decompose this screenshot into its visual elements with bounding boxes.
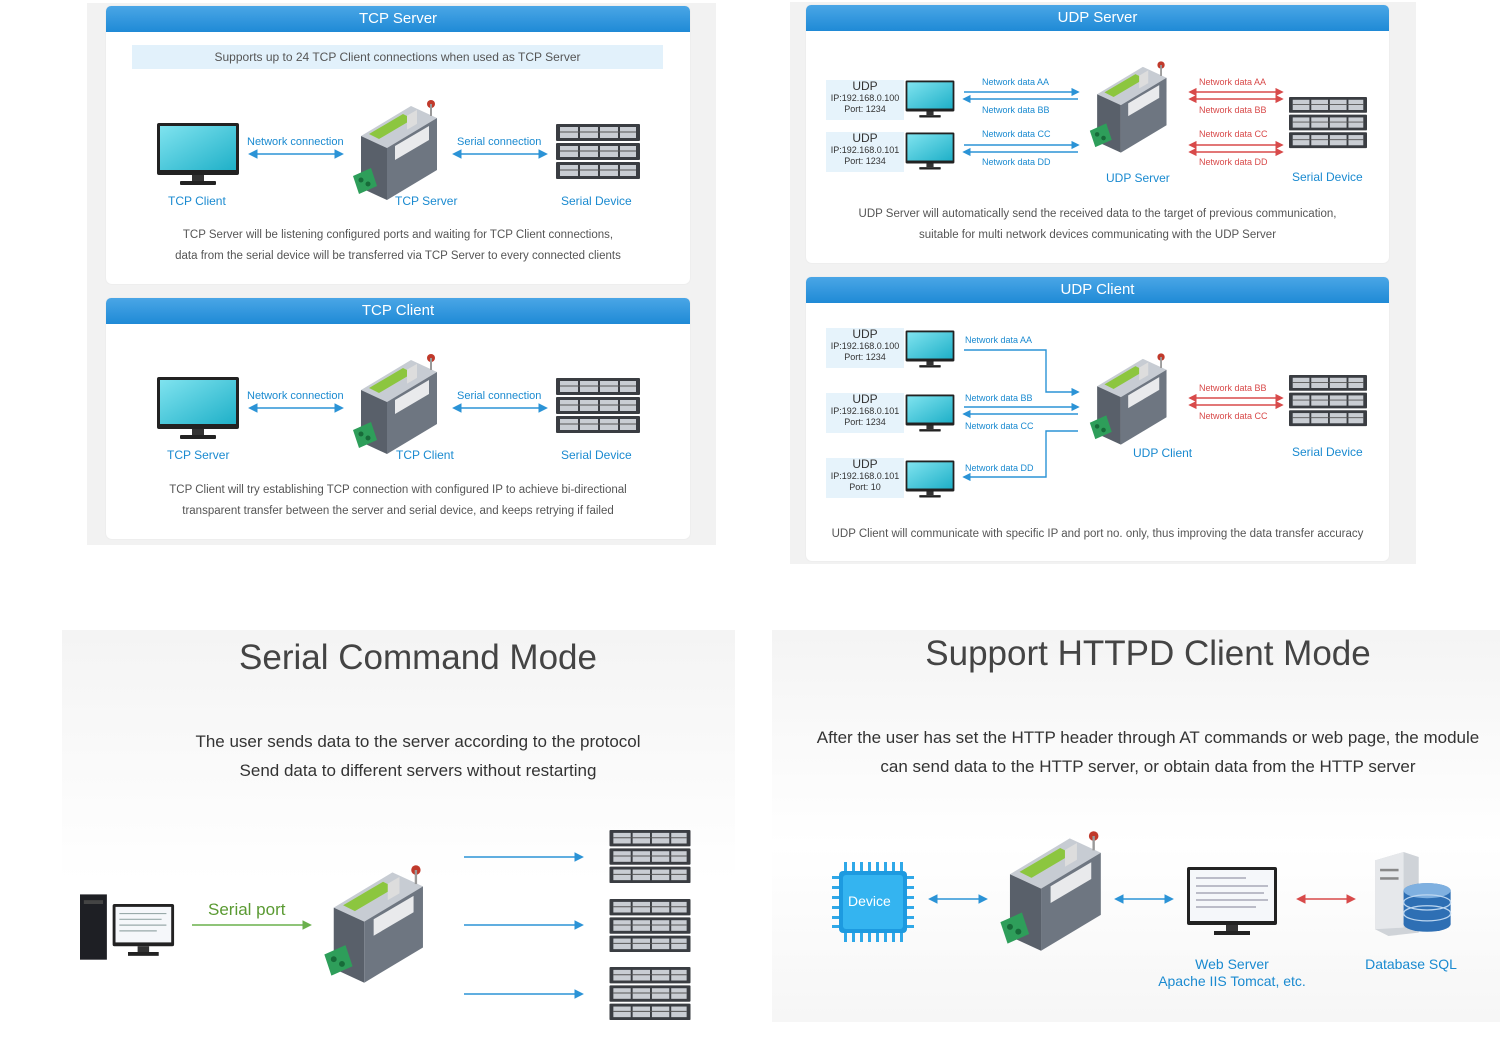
serial-label-aa: Network data AA — [1199, 77, 1267, 87]
udp-host-1: UDP IP:192.168.0.100 Port: 1234 — [826, 80, 904, 120]
serial-device-label: Serial Device — [561, 194, 632, 208]
serial-label-dd: Network data DD — [1199, 157, 1268, 167]
device-label: Device — [848, 893, 891, 909]
udp-host-1-ip: IP:192.168.0.100 — [830, 341, 900, 351]
httpd-line1: After the user has set the HTTP header t… — [816, 728, 1480, 747]
udp-host-2-proto: UDP — [852, 392, 878, 406]
udp-host-2-port: Port: 1234 — [844, 417, 886, 427]
serial-label-bb: Network data BB — [1199, 105, 1267, 115]
udp-host-1-proto: UDP — [852, 79, 878, 93]
net-label-cc: Network data CC — [982, 129, 1051, 139]
udp-client-description: UDP Client will communicate with specifi… — [831, 528, 1364, 540]
serial-connection-label: Serial connection — [457, 136, 542, 148]
udp-host-2-ip: IP:192.168.0.101 — [830, 406, 900, 416]
net-label-dd: Network data DD — [982, 157, 1051, 167]
serial-device-label: Serial Device — [1292, 170, 1363, 184]
tcp-server-desc-line2: data from the serial device will be tran… — [175, 250, 621, 262]
udp-server-center-label: UDP Server — [1106, 171, 1170, 185]
udp-host-2: UDP IP:192.168.0.101 Port: 1234 — [826, 393, 904, 433]
tcp-client-card: TCP Client Network connection Serial con… — [106, 298, 690, 539]
udp-client-data-arrows — [962, 349, 1284, 482]
udp-host-2-proto: UDP — [852, 131, 878, 145]
network-connection-label: Network connection — [247, 136, 344, 148]
udp-host-1: UDP IP:192.168.0.100 Port: 1234 — [826, 328, 904, 368]
database-label: Database SQL — [1365, 956, 1457, 972]
device-chip-icon — [832, 862, 914, 942]
httpd-panel — [772, 630, 1500, 1022]
connection-arrows — [248, 403, 548, 413]
web-server-label-line1: Web Server — [1195, 956, 1269, 972]
net-label-aa: Network data AA — [965, 335, 1033, 345]
udp-server-desc-line1: UDP Server will automatically send the r… — [858, 208, 1337, 220]
udp-server-desc-line2: suitable for multi network devices commu… — [918, 229, 1277, 241]
serial-command-line1: The user sends data to the server accord… — [195, 732, 641, 751]
udp-server-data-arrows — [962, 87, 1284, 157]
serial-label-cc: Network data CC — [1199, 129, 1268, 139]
net-label-aa: Network data AA — [982, 77, 1050, 87]
tcp-server-center-label: TCP Server — [395, 194, 458, 208]
udp-host-2-ip: IP:192.168.0.101 — [830, 145, 900, 155]
tcp-server-label: TCP Server — [167, 448, 230, 462]
httpd-line2: can send data to the HTTP server, or obt… — [880, 757, 1416, 776]
udp-host-3-ip: IP:192.168.0.101 — [830, 471, 900, 481]
udp-server-card: UDP Server UDP IP:192.168.0.100 Port: 12… — [806, 5, 1389, 263]
udp-host-1-port: Port: 1234 — [844, 352, 886, 362]
serial-command-line2: Send data to different servers without r… — [239, 761, 597, 780]
serial-connection-label: Serial connection — [457, 390, 542, 402]
udp-host-3-proto: UDP — [852, 457, 878, 471]
net-label-bb: Network data BB — [965, 393, 1033, 403]
network-connection-label: Network connection — [247, 390, 344, 402]
udp-host-1-proto: UDP — [852, 327, 878, 341]
serial-command-title: Serial Command Mode — [239, 638, 597, 677]
tcp-server-title: TCP Server — [106, 6, 690, 32]
udp-client-title: UDP Client — [806, 277, 1389, 303]
udp-host-3: UDP IP:192.168.0.101 Port: 10 — [826, 458, 904, 498]
tcp-client-desc-line1: TCP Client will try establishing TCP con… — [169, 484, 627, 496]
web-server-label: Web Server Apache IIS Tomcat, etc. — [1132, 956, 1332, 990]
tcp-client-description: TCP Client will try establishing TCP con… — [106, 480, 690, 522]
tcp-server-card: TCP Server Supports up to 24 TCP Client … — [106, 6, 690, 284]
serial-device-label: Serial Device — [561, 448, 632, 462]
serial-label-bb: Network data BB — [1199, 383, 1267, 393]
net-label-cc: Network data CC — [965, 421, 1034, 431]
tcp-server-note: Supports up to 24 TCP Client connections… — [132, 45, 663, 69]
udp-host-2: UDP IP:192.168.0.101 Port: 1234 — [826, 132, 904, 172]
udp-host-1-port: Port: 1234 — [844, 104, 886, 114]
udp-host-2-port: Port: 1234 — [844, 156, 886, 166]
udp-server-title: UDP Server — [806, 5, 1389, 31]
tcp-client-desc-line2: transparent transfer between the server … — [182, 505, 614, 517]
udp-server-description: UDP Server will automatically send the r… — [806, 204, 1389, 246]
serial-label-cc: Network data CC — [1199, 411, 1268, 421]
tcp-client-center-label: TCP Client — [396, 448, 454, 462]
httpd-title: Support HTTPD Client Mode — [925, 634, 1371, 673]
udp-client-center-label: UDP Client — [1133, 446, 1193, 460]
tcp-client-title: TCP Client — [106, 298, 690, 324]
udp-host-3-port: Port: 10 — [849, 482, 881, 492]
tcp-server-desc-line1: TCP Server will be listening configured … — [182, 229, 614, 241]
serial-port-label: Serial port — [208, 900, 286, 919]
udp-host-1-ip: IP:192.168.0.100 — [830, 93, 900, 103]
tcp-client-label: TCP Client — [168, 194, 226, 208]
tcp-server-description: TCP Server will be listening configured … — [106, 225, 690, 267]
network-connection-arrow — [248, 149, 548, 159]
net-label-bb: Network data BB — [982, 105, 1050, 115]
web-server-label-line2: Apache IIS Tomcat, etc. — [1158, 973, 1306, 989]
udp-client-card: UDP Client UDP IP:192.168.0.100 Port: 12… — [806, 277, 1389, 561]
serial-device-label: Serial Device — [1292, 445, 1363, 459]
net-label-dd: Network data DD — [965, 463, 1034, 473]
